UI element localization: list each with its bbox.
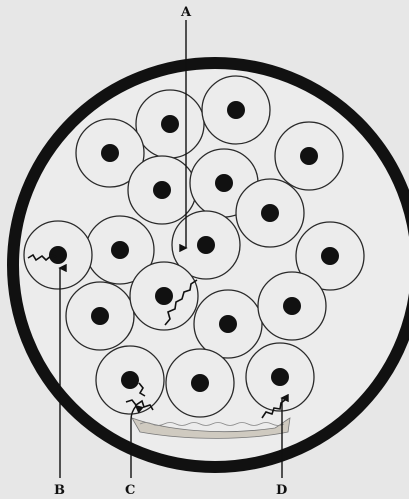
cell-nucleus [261,204,279,222]
label-b: B [54,483,65,498]
cell-nucleus [101,144,119,162]
cell-nucleus [121,371,139,389]
cell-nucleus [321,247,339,265]
label-c: C [125,483,135,498]
cell-nucleus [283,297,301,315]
cell-nucleus [161,115,179,133]
cell-nucleus [111,241,129,259]
label-a: A [180,5,192,20]
cell-nucleus [155,287,173,305]
cell-nucleus [153,181,171,199]
cell-nucleus [91,307,109,325]
cell-nucleus [219,315,237,333]
cell-nucleus [271,368,289,386]
cell-nucleus [300,147,318,165]
cell-nucleus [197,236,215,254]
cell-nucleus [191,374,209,392]
cell-nucleus [215,174,233,192]
cell-nucleus [227,101,245,119]
label-d: D [276,483,287,498]
